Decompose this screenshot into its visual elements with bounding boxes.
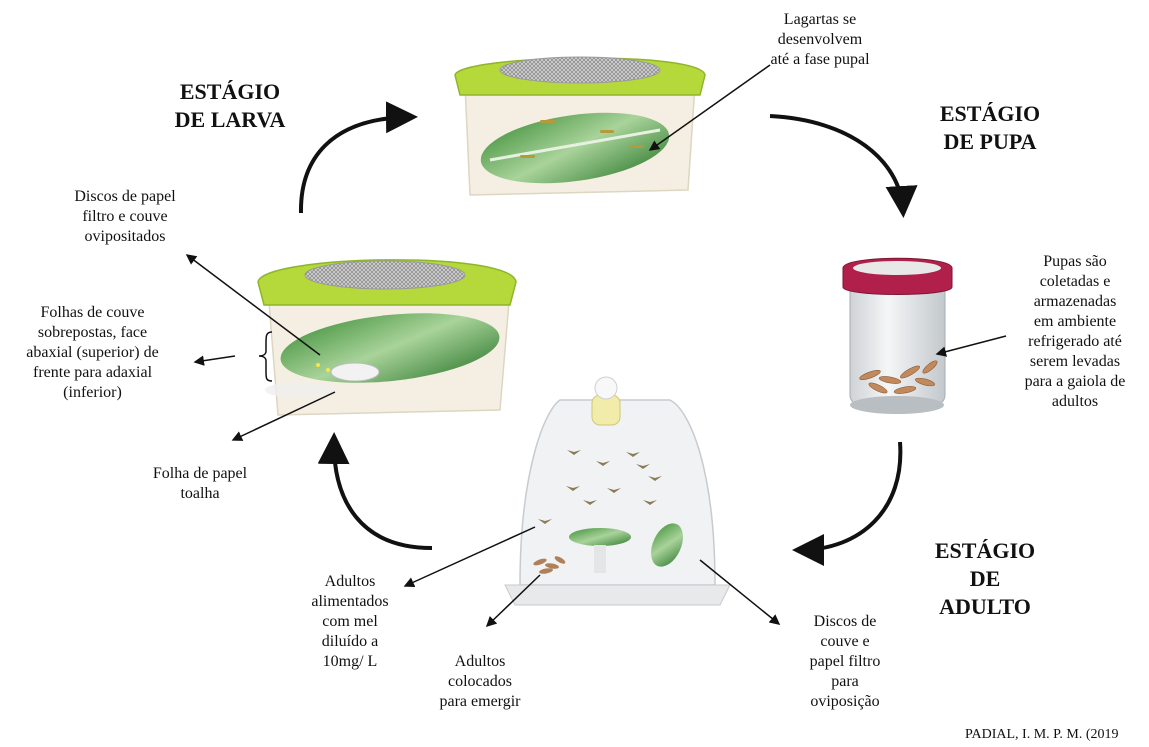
label-pupas-4: em ambiente — [1005, 312, 1145, 332]
cycle-arrow-larva-to-pupa-start — [301, 117, 410, 213]
label-papel-toalha: Folha de papel toalha — [130, 464, 270, 504]
stage-larva-line-1: ESTÁGIO — [150, 78, 310, 106]
label-colocados-1: Adultos — [420, 652, 540, 672]
stage-pupa-line-1: ESTÁGIO — [915, 100, 1065, 128]
label-folhas-1: Folhas de couve — [0, 303, 185, 323]
label-alimentados: Adultos alimentados com mel diluído a 10… — [300, 572, 400, 672]
cycle-arrow-larva — [334, 440, 432, 548]
label-discos-couve-5: oviposição — [785, 692, 905, 712]
label-folhas-2: sobrepostas, face — [0, 323, 185, 343]
label-pupas-7: para a gaiola de — [1005, 372, 1145, 392]
label-papel-toalha-1: Folha de papel — [130, 464, 270, 484]
label-alimentados-1: Adultos — [300, 572, 400, 592]
label-lagartas-1: Lagartas se — [750, 10, 890, 30]
stage-adulto-line-1: ESTÁGIO — [915, 537, 1055, 565]
label-alimentados-5: 10mg/ L — [300, 652, 400, 672]
stage-larva-line-2: DE LARVA — [150, 106, 310, 134]
label-pupas-1: Pupas são — [1005, 252, 1145, 272]
cycle-arrow-pupa — [770, 116, 903, 210]
label-colocados-3: para emergir — [420, 692, 540, 712]
label-pupas-3: armazenadas — [1005, 292, 1145, 312]
pointer-alimentados — [405, 527, 535, 586]
stage-adulto-line-3: ADULTO — [915, 593, 1055, 621]
label-pupas-2: coletadas e — [1005, 272, 1145, 292]
label-pupas-5: refrigerado até — [1005, 332, 1145, 352]
adult-cage — [505, 377, 730, 605]
label-discos-couve-3: papel filtro — [785, 652, 905, 672]
label-discos-papel-1: Discos de papel — [50, 187, 200, 207]
label-folhas-4: frente para adaxial — [0, 363, 185, 383]
label-folhas-3: abaxial (superior) de — [0, 343, 185, 363]
label-pupas: Pupas são coletadas e armazenadas em amb… — [1005, 252, 1145, 412]
label-pupas-8: adultos — [1005, 392, 1145, 412]
label-discos-papel-2: filtro e couve — [50, 207, 200, 227]
stage-adulto-line-2: DE — [915, 565, 1055, 593]
label-discos-papel: Discos de papel filtro e couve oviposita… — [50, 187, 200, 247]
label-discos-couve-4: para — [785, 672, 905, 692]
label-colocados-2: colocados — [420, 672, 540, 692]
label-alimentados-2: alimentados — [300, 592, 400, 612]
source-credit: PADIAL, I. M. P. M. (2019 — [965, 727, 1119, 743]
brace-folhas — [259, 332, 272, 381]
pointer-folhas — [195, 356, 235, 362]
label-discos-couve-2: couve e — [785, 632, 905, 652]
stage-title-pupa: ESTÁGIO DE PUPA — [915, 100, 1065, 156]
label-lagartas-3: até a fase pupal — [750, 50, 890, 70]
label-lagartas: Lagartas se desenvolvem até a fase pupal — [750, 10, 890, 70]
pointer-pupas — [937, 336, 1006, 354]
stage-title-adulto: ESTÁGIO DE ADULTO — [915, 537, 1055, 621]
stage-pupa-line-2: DE PUPA — [915, 128, 1065, 156]
cycle-arrow-adult — [800, 442, 900, 550]
label-colocados: Adultos colocados para emergir — [420, 652, 540, 712]
label-discos-papel-3: ovipositados — [50, 227, 200, 247]
label-alimentados-4: diluído a — [300, 632, 400, 652]
label-lagartas-2: desenvolvem — [750, 30, 890, 50]
label-discos-couve: Discos de couve e papel filtro para ovip… — [785, 612, 905, 712]
label-papel-toalha-2: toalha — [130, 484, 270, 504]
label-pupas-6: serem levadas — [1005, 352, 1145, 372]
label-discos-couve-1: Discos de — [785, 612, 905, 632]
label-folhas: Folhas de couve sobrepostas, face abaxia… — [0, 303, 185, 403]
label-folhas-5: (inferior) — [0, 383, 185, 403]
stage-title-larva: ESTÁGIO DE LARVA — [150, 78, 310, 134]
rearing-box-top — [455, 57, 705, 195]
pupa-jar — [843, 258, 952, 414]
label-alimentados-3: com mel — [300, 612, 400, 632]
